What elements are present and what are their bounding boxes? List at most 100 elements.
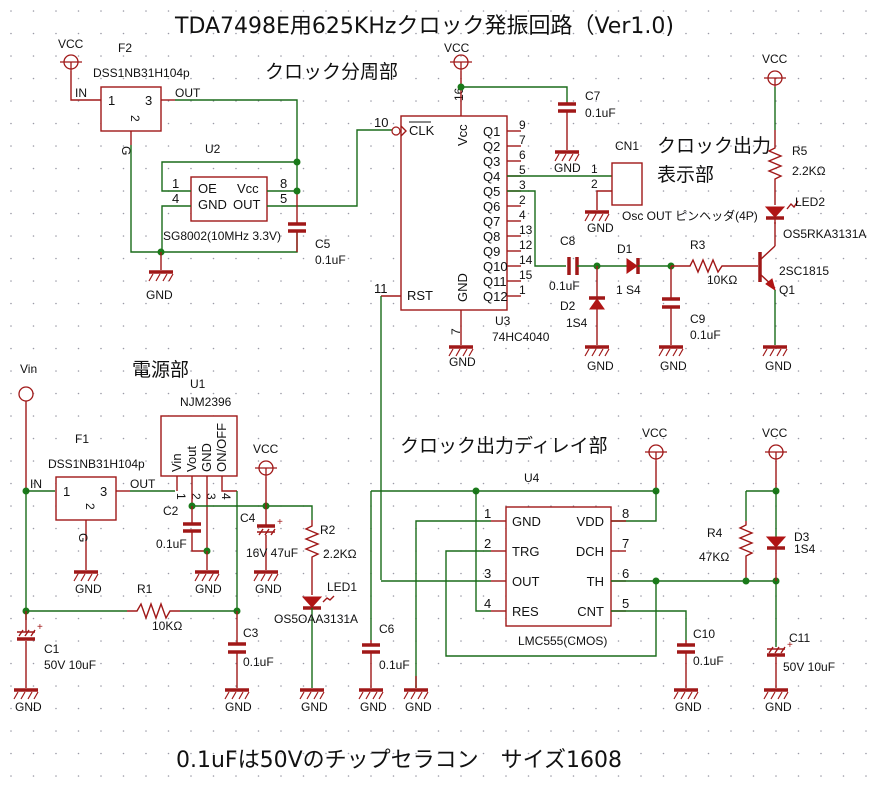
svg-text:GND: GND — [660, 359, 687, 373]
u3-output-name: Q6 — [483, 199, 500, 214]
u1-pin-number: 4 — [219, 493, 233, 500]
vcc-symbol: VCC — [762, 426, 788, 462]
svg-text:1: 1 — [172, 176, 179, 191]
svg-text:C11: C11 — [789, 631, 810, 645]
connector-cn1: CN1 1 2 Osc OUT ピンヘッダ(4P) — [591, 139, 758, 223]
u3-output-pin: 9 — [519, 118, 526, 132]
svg-text:G: G — [76, 533, 90, 542]
u3-output-name: Q8 — [483, 229, 500, 244]
svg-text:2: 2 — [128, 115, 142, 122]
u3-output-name: Q2 — [483, 139, 500, 154]
ground-symbol: GND — [12, 688, 42, 714]
svg-text:VCC: VCC — [762, 52, 788, 66]
resistor-r1: R1 10KΩ — [26, 582, 237, 633]
svg-text:D1: D1 — [617, 242, 633, 256]
ground-symbol: GND — [447, 345, 476, 369]
u3-output-pin: 6 — [519, 148, 526, 162]
capacitor-c1: + C1 50V 10uF — [17, 611, 96, 688]
u3-output-pin: 14 — [519, 253, 533, 267]
svg-text:2: 2 — [83, 503, 97, 510]
svg-text:GND: GND — [195, 582, 222, 596]
resistor-r3: R3 10KΩ — [671, 238, 758, 287]
svg-text:IN: IN — [30, 477, 42, 491]
svg-text:R2: R2 — [320, 523, 336, 537]
u3-output-pin: 13 — [519, 223, 533, 237]
ground-symbol: GND — [298, 688, 328, 714]
svg-text:7: 7 — [449, 328, 463, 335]
u4-pin-number: 5 — [622, 596, 629, 611]
svg-text:GND: GND — [675, 700, 702, 714]
schematic-title: TDA7498E用625KHzクロック発振回路（Ver1.0) — [174, 14, 674, 39]
u1-pin-name: Vin — [169, 453, 184, 472]
diode-d3: D3 1S4 — [765, 491, 816, 581]
ground-symbol: GND — [357, 688, 387, 714]
counter-u3: CLK 10 RST 11 Vcc GND 16 7 U3 74HC4040 Q… — [374, 87, 550, 344]
svg-text:0.1uF: 0.1uF — [693, 654, 724, 668]
svg-text:1: 1 — [108, 93, 115, 108]
section-label-clock-divider: クロック分周部 — [265, 61, 398, 83]
svg-text:Vcc: Vcc — [455, 124, 470, 146]
svg-text:LED2: LED2 — [795, 195, 825, 209]
svg-text:1S4: 1S4 — [794, 542, 816, 556]
svg-text:GND: GND — [360, 700, 387, 714]
oscillator-u2: U2 OE GND Vcc OUT 1 4 8 5 SG8002(10MHz 3… — [163, 142, 287, 243]
svg-text:GND: GND — [225, 700, 252, 714]
svg-text:50V 10uF: 50V 10uF — [783, 660, 835, 674]
svg-text:47KΩ: 47KΩ — [699, 550, 729, 564]
svg-text:4: 4 — [172, 191, 179, 206]
ground-symbol: GND — [583, 210, 614, 235]
svg-text:VCC: VCC — [762, 426, 788, 440]
svg-text:R3: R3 — [690, 238, 706, 252]
capacitor-c11: + C11 50V 10uF — [767, 581, 835, 688]
u4-pin-number: 7 — [622, 536, 629, 551]
resistor-r5: R5 2.2KΩ — [767, 130, 826, 205]
svg-text:0.1uF: 0.1uF — [243, 655, 274, 669]
capacitor-c6: C6 0.1uF — [362, 622, 410, 688]
u3-output-name: Q11 — [483, 274, 507, 289]
svg-text:CN1: CN1 — [615, 139, 639, 153]
u3-output-name: Q3 — [483, 154, 500, 169]
u3-output-pin: 4 — [519, 208, 526, 222]
u1-pin-name: Vout — [184, 446, 199, 472]
svg-text:DSS1NB31H104p: DSS1NB31H104p — [48, 457, 145, 471]
svg-text:IN: IN — [75, 86, 87, 100]
ground-symbol: GND — [223, 688, 252, 714]
u3-output-name: Q5 — [483, 184, 500, 199]
svg-text:+: + — [37, 622, 43, 633]
capacitor-c4: + C4 16V 47uF — [240, 506, 298, 570]
u1-pin-name: ON/OFF — [214, 423, 229, 472]
svg-text:5: 5 — [280, 191, 287, 206]
svg-text:+: + — [277, 517, 283, 528]
svg-text:+: + — [787, 640, 793, 651]
svg-text:GND: GND — [455, 273, 470, 302]
u1-pin-number: 1 — [174, 493, 188, 500]
u4-pin-number: 3 — [484, 566, 491, 581]
svg-text:F2: F2 — [118, 41, 132, 55]
svg-text:SG8002(10MHz 3.3V): SG8002(10MHz 3.3V) — [163, 229, 281, 243]
svg-text:C6: C6 — [379, 622, 395, 636]
timer-u4: LMC555(CMOS) GND1TRG2OUT3RES4VDD8DCH7TH6… — [484, 506, 629, 648]
u3-output-pin: 7 — [519, 133, 526, 147]
svg-text:LED1: LED1 — [327, 580, 357, 594]
svg-text:GND: GND — [765, 700, 792, 714]
svg-text:VCC: VCC — [444, 41, 470, 55]
svg-text:DSS1NB31H104p: DSS1NB31H104p — [93, 66, 190, 80]
u3-output-name: Q9 — [483, 244, 500, 259]
u3-output-pin: 15 — [519, 268, 533, 282]
led-led1: LED1 OS5OAA3131A — [274, 580, 358, 688]
svg-text:2SC1815: 2SC1815 — [779, 264, 829, 278]
vcc-symbol: VCC — [642, 426, 668, 462]
svg-text:1: 1 — [63, 484, 70, 499]
u3-output-name: Q10 — [483, 259, 508, 274]
svg-text:1 S4: 1 S4 — [616, 283, 641, 297]
svg-text:8: 8 — [280, 176, 287, 191]
svg-text:C9: C9 — [690, 312, 706, 326]
svg-text:U2: U2 — [205, 142, 221, 156]
ground-symbol: GND — [553, 150, 581, 175]
ground-symbol: GND — [402, 688, 432, 714]
svg-text:1: 1 — [591, 162, 598, 176]
svg-text:74HC4040: 74HC4040 — [492, 330, 550, 344]
svg-text:VCC: VCC — [253, 442, 279, 456]
svg-text:0.1uF: 0.1uF — [156, 537, 187, 551]
